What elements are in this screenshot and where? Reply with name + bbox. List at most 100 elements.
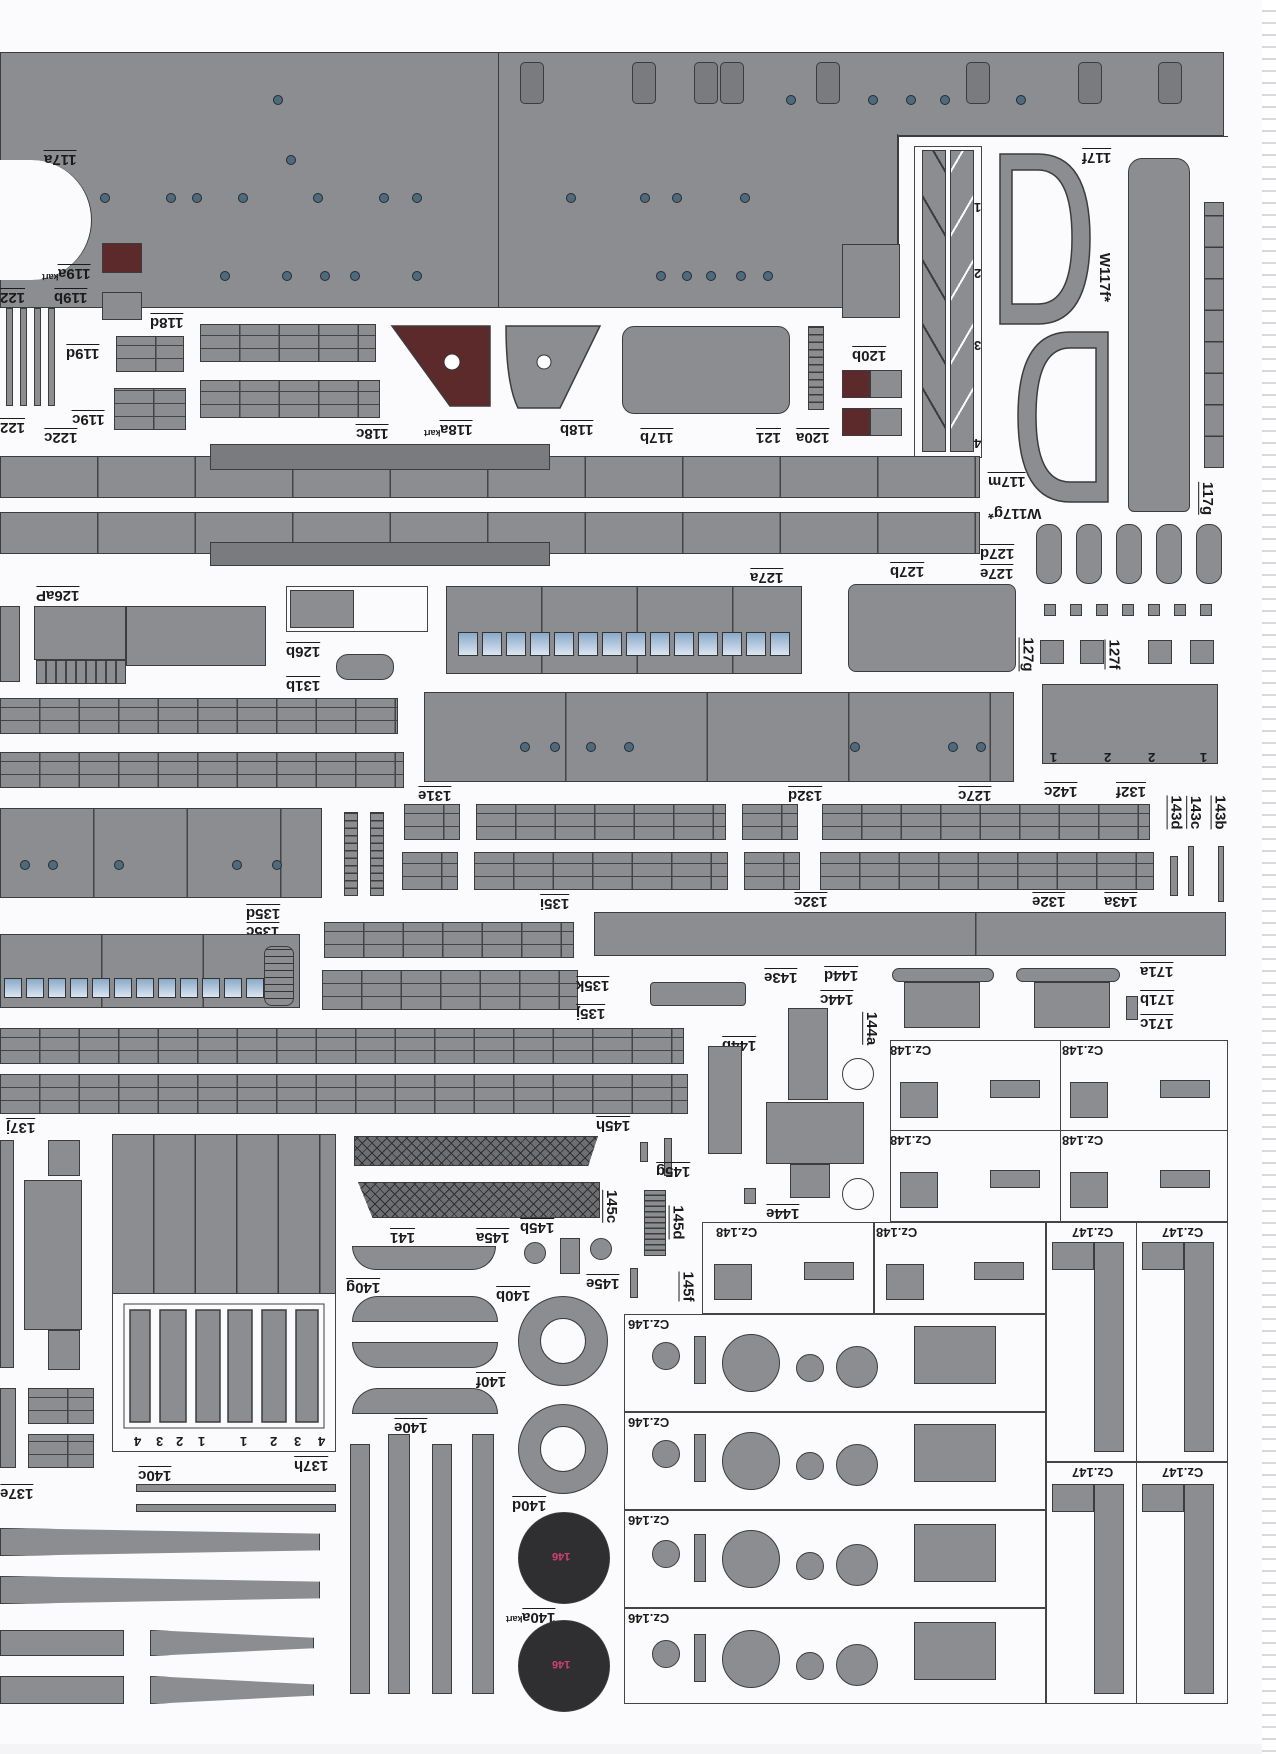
window	[48, 978, 66, 998]
part-120a	[842, 370, 870, 398]
strip-122c	[48, 308, 55, 406]
part-147a	[1142, 1484, 1184, 1512]
part-140e-bar	[388, 1434, 410, 1694]
part-120a-grey	[870, 370, 902, 398]
window	[554, 632, 574, 656]
part-label: 145h	[596, 1116, 631, 1134]
fold-number: 1	[1200, 750, 1208, 765]
part-127d	[1196, 524, 1222, 584]
part-label: 145a	[476, 1228, 510, 1246]
part-148-bar	[990, 1170, 1040, 1188]
part-127d	[1116, 524, 1142, 584]
part-146-bar	[694, 1534, 706, 1582]
part-140b-hole	[540, 1318, 586, 1364]
left-strip	[0, 698, 398, 734]
part-label: 137j	[6, 1118, 36, 1136]
rivet	[282, 271, 292, 281]
rivet	[412, 193, 422, 203]
left-strip	[0, 752, 404, 788]
part-145g	[640, 1142, 648, 1162]
fold-number: 2	[270, 1434, 278, 1449]
hatch	[816, 62, 840, 104]
part-118c	[200, 380, 380, 418]
window	[770, 632, 790, 656]
part-label: W117f*	[1096, 252, 1114, 303]
part-132f	[822, 804, 1150, 840]
window	[26, 978, 44, 998]
part-label: 127c	[958, 786, 992, 804]
part-144a-disc	[842, 1058, 874, 1090]
part-127f	[1096, 604, 1108, 616]
part-label: 142c	[1044, 782, 1078, 800]
part-143c	[1188, 846, 1194, 896]
window	[602, 632, 622, 656]
part-144c	[904, 982, 980, 1028]
part-146-disc	[796, 1552, 824, 1580]
part-148-bar	[1160, 1080, 1210, 1098]
part-137j-body	[24, 1180, 82, 1330]
part-146g-frame	[914, 1326, 996, 1384]
fold-number: 4	[318, 1434, 326, 1449]
part-146-bar	[694, 1434, 706, 1482]
part-127f	[1070, 604, 1082, 616]
part-147-long	[1184, 1242, 1214, 1452]
part-117m	[950, 150, 974, 452]
window	[650, 632, 670, 656]
fold-number: 2	[974, 266, 982, 281]
part-135c	[0, 808, 322, 898]
part-label: 122	[0, 418, 26, 436]
part-label: 118d	[150, 313, 184, 331]
part-146-cog	[722, 1630, 780, 1688]
fold-number: 2	[1104, 750, 1112, 765]
part-label: 171c	[1140, 1014, 1174, 1032]
part-137h-lower	[123, 1303, 325, 1429]
strip-122c	[34, 308, 41, 406]
part-label-sub: kart	[42, 272, 59, 282]
part-127b	[848, 584, 1016, 672]
part-label: 127e	[980, 564, 1014, 582]
rivet	[100, 193, 110, 203]
part-127d	[1076, 524, 1102, 584]
part-127a	[446, 586, 802, 674]
part-label: 117g	[1198, 481, 1217, 516]
rivet	[948, 742, 958, 752]
part-132c	[744, 852, 800, 890]
part-label: 127g	[1018, 637, 1037, 672]
part-146-bar	[694, 1336, 706, 1384]
part-140a-disc	[518, 1620, 610, 1712]
part-label: Cz.147	[1162, 1465, 1204, 1480]
part-140c	[136, 1484, 336, 1492]
part-140d-disc	[518, 1512, 610, 1604]
rivet	[640, 193, 650, 203]
part-144d	[1016, 968, 1120, 982]
part-140-arc	[352, 1342, 498, 1368]
part-145d-spring	[644, 1190, 666, 1256]
part-127g	[1148, 640, 1172, 664]
part-146-e-disc	[836, 1346, 878, 1388]
part-label: Cz.148	[716, 1225, 758, 1240]
part-label: 143c	[1186, 795, 1205, 830]
part-label: Cz.148	[890, 1043, 932, 1058]
part-140c	[136, 1504, 336, 1512]
part-143a	[594, 912, 1226, 956]
rivet	[192, 193, 202, 203]
part-label: 132c	[794, 892, 828, 910]
part-127f	[1122, 604, 1134, 616]
rivet	[379, 193, 389, 203]
part-label: 131e	[418, 786, 452, 804]
part-126b	[290, 590, 354, 628]
part-131e-ladder	[344, 812, 358, 896]
part-label-sub: kart	[506, 1614, 523, 1624]
rivet	[520, 742, 530, 752]
long-strip	[0, 1028, 684, 1064]
part-label: 144d	[824, 966, 859, 984]
part-127g	[1080, 640, 1104, 664]
part-label: 135k	[576, 976, 610, 994]
part-label: 141	[390, 1228, 416, 1246]
part-148-block	[1070, 1172, 1108, 1208]
part-127c	[424, 692, 1014, 782]
part-label: 117a	[44, 150, 77, 168]
part-label: 140d	[512, 1496, 547, 1514]
part-label: 140e	[394, 1418, 428, 1436]
part-145-small	[744, 1188, 756, 1204]
